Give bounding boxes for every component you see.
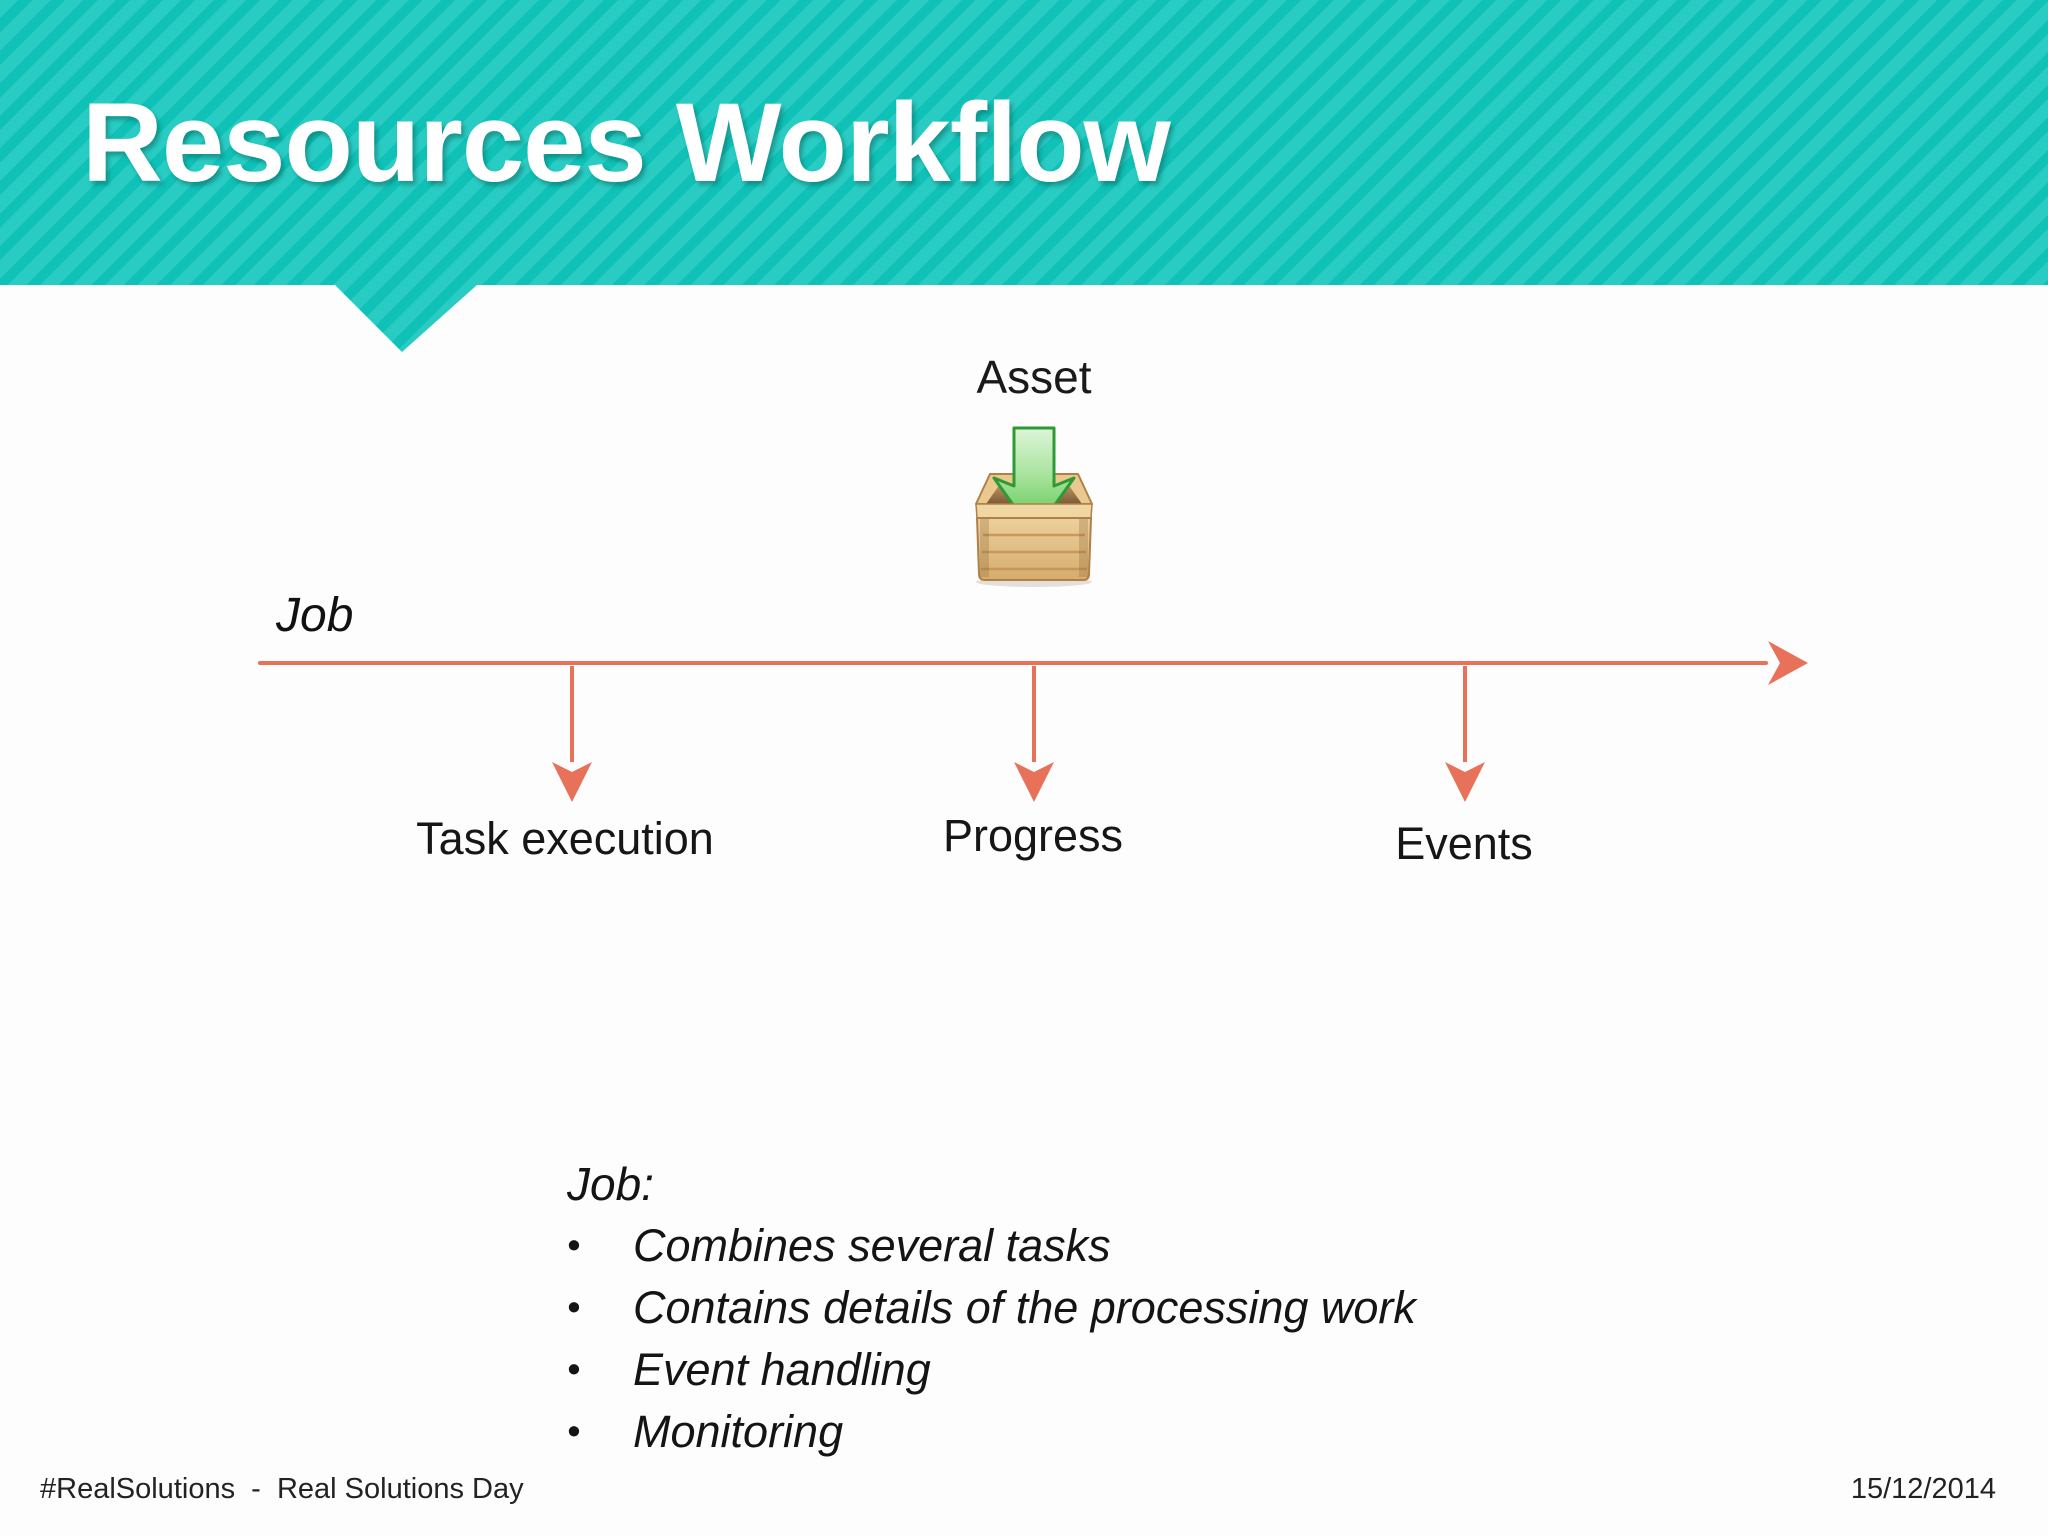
down-arrowhead-icon [552, 762, 592, 802]
bullet-text: Contains details of the processing work [633, 1282, 1416, 1333]
bullet-text: Event handling [633, 1344, 931, 1395]
down-arrowhead-icon [1445, 762, 1485, 802]
milestone-label-progress: Progress [942, 810, 1124, 861]
timeline-line [258, 661, 1768, 665]
list-item: • Event handling [567, 1339, 1416, 1401]
milestone-label-events: Events [1395, 818, 1533, 869]
asset-crate-icon [975, 426, 1093, 587]
crate-plank-lines [981, 533, 1087, 571]
slide-title: Resources Workflow [82, 80, 1171, 205]
bullet-text: Monitoring [633, 1406, 844, 1457]
crate-front-rim [975, 503, 1093, 519]
down-arrowhead-icon [1014, 762, 1054, 802]
job-notes-block: Job: • Combines several tasks • Contains… [567, 1153, 1416, 1463]
milestone-down-arrow-task-execution [550, 666, 594, 802]
footer-hashtag-text: #RealSolutions - Real Solutions Day [40, 1473, 524, 1505]
milestone-down-arrow-events [1443, 666, 1487, 802]
asset-label: Asset [976, 351, 1092, 403]
bullet-marker: • [567, 1287, 581, 1329]
milestone-down-arrow-progress [1012, 666, 1056, 802]
crate-front-face [976, 517, 1092, 581]
bullet-marker: • [567, 1349, 581, 1391]
footer-date: 15/12/2014 [1850, 1473, 1996, 1505]
notes-heading: Job: [567, 1158, 654, 1210]
timeline-job-label: Job [276, 589, 354, 642]
list-item: • Monitoring [567, 1401, 1416, 1463]
bullet-marker: • [567, 1225, 581, 1267]
milestone-label-task-execution: Task execution [416, 813, 714, 864]
timeline-arrowhead-icon [1768, 641, 1808, 685]
list-item: • Combines several tasks [567, 1215, 1416, 1277]
bullet-text: Combines several tasks [633, 1220, 1111, 1271]
bullet-marker: • [567, 1411, 581, 1453]
list-item: • Contains details of the processing wor… [567, 1277, 1416, 1339]
